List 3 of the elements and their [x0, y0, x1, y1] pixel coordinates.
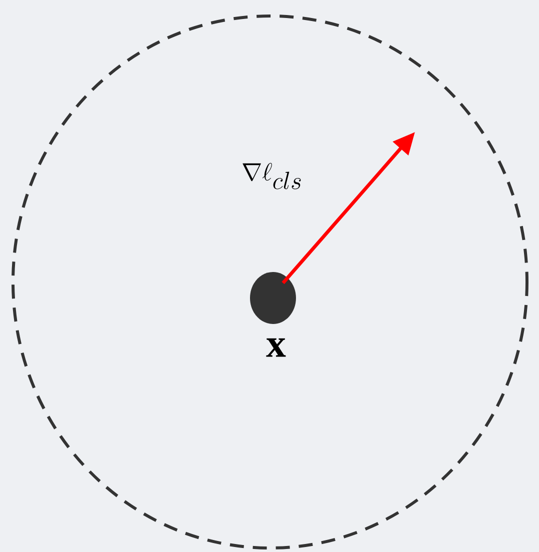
gradient-label: $\nabla\ell_{cls}$ [242, 162, 301, 190]
point-dot [250, 272, 296, 324]
point-label: $\mathbf{x}$ [266, 338, 286, 357]
